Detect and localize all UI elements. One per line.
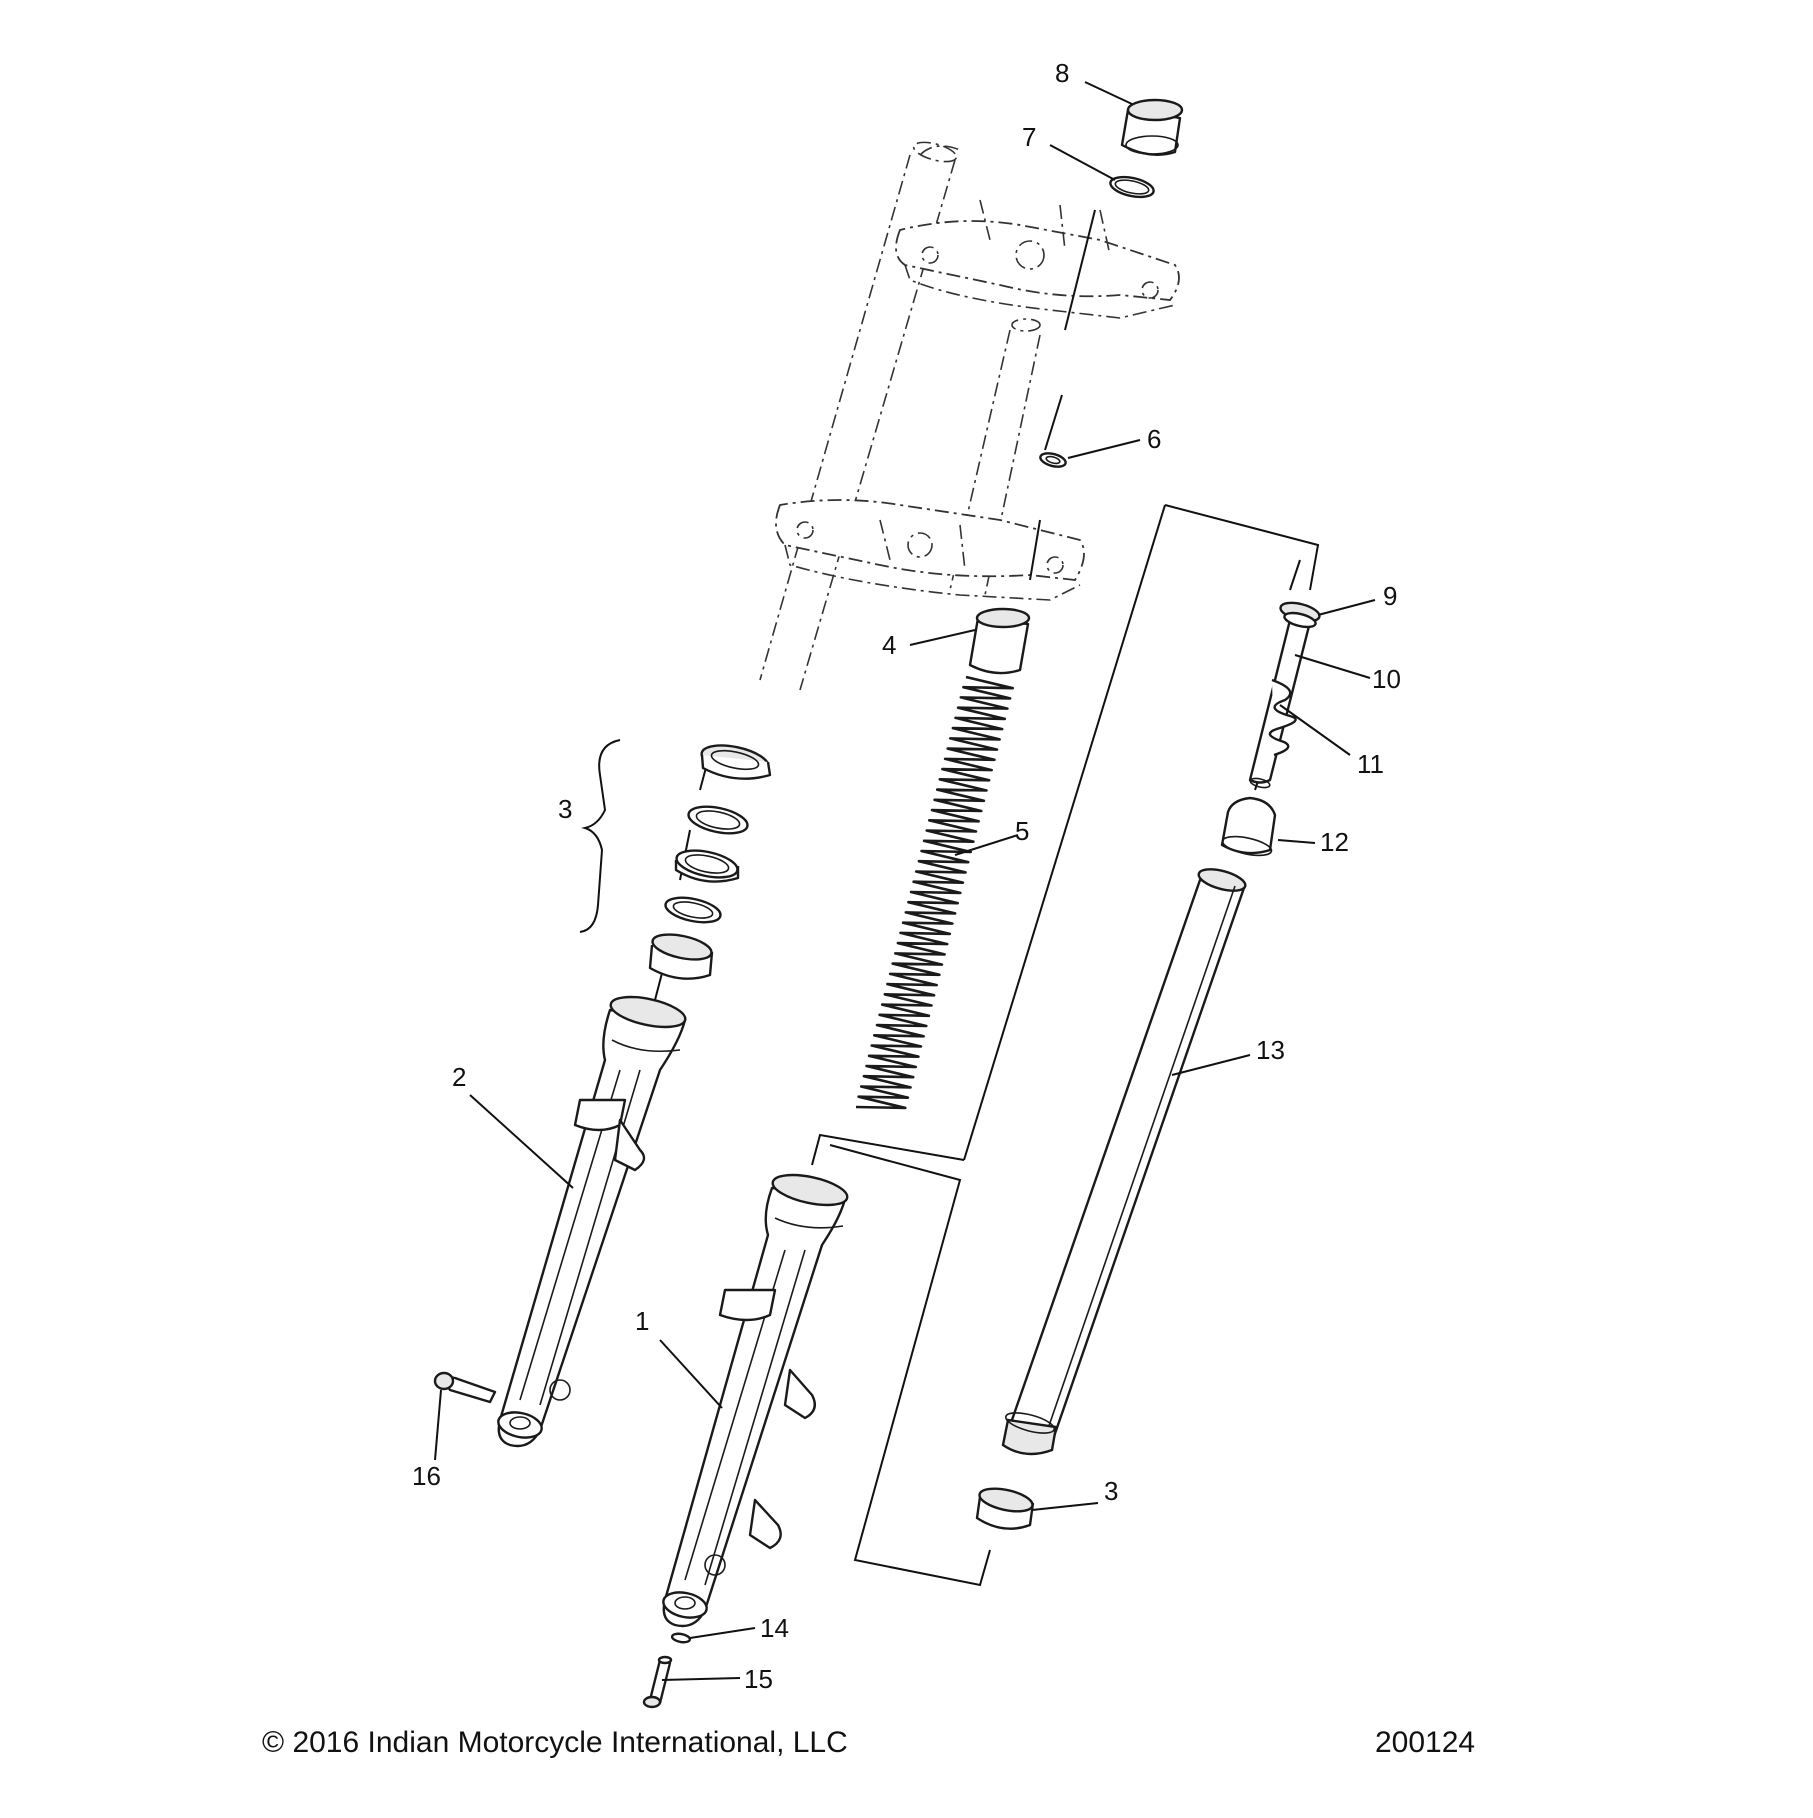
part-1-right-fork-slider [662, 1173, 849, 1628]
part-3-lower-bushing [975, 1487, 1035, 1530]
callout-4: 4 [882, 630, 896, 660]
callout-16: 16 [412, 1461, 441, 1491]
callout-11: 11 [1357, 749, 1384, 779]
callout-3a: 3 [558, 794, 572, 824]
upper-triple-clamp [895, 199, 1180, 319]
part-6-washer [1039, 452, 1067, 468]
callout-15: 15 [744, 1664, 773, 1694]
part-4-spacer [968, 607, 1031, 675]
callout-8: 8 [1055, 58, 1069, 88]
callout-14: 14 [760, 1613, 789, 1643]
part-15-damper-bolt [642, 1655, 673, 1709]
part-2-left-fork-slider [497, 995, 687, 1448]
part-16-axle-pinch-bolt [433, 1371, 497, 1404]
part-3-seal-kit [648, 744, 772, 980]
callout-12: 12 [1320, 827, 1349, 857]
callout-3b: 3 [1104, 1476, 1118, 1506]
callout-6: 6 [1147, 424, 1161, 454]
leader-lines [434, 81, 1376, 1681]
part-9-10-11-damper-rod [1248, 601, 1321, 789]
callout-13: 13 [1256, 1035, 1285, 1065]
callout-labels: 1 2 3 3 4 5 6 7 8 9 10 11 12 13 14 15 16 [412, 58, 1401, 1694]
drawing-number: 200124 [1375, 1726, 1475, 1759]
part-3-group-brace [579, 739, 621, 933]
callout-10: 10 [1372, 664, 1401, 694]
part-14-drain-washer [670, 1632, 692, 1644]
phantom-fork-tubes [759, 141, 1041, 691]
part-5-spring [855, 675, 1014, 1110]
part-8-fork-cap [1120, 98, 1184, 156]
callout-1: 1 [635, 1306, 649, 1336]
part-12-cone-bushing [1220, 796, 1277, 857]
part-7-o-ring [1109, 175, 1155, 199]
part-13-inner-tube [1001, 868, 1247, 1456]
lower-triple-clamp [775, 499, 1085, 601]
callout-9: 9 [1383, 581, 1397, 611]
callout-7: 7 [1022, 122, 1036, 152]
subassembly-brackets [811, 504, 1320, 1587]
callout-5: 5 [1015, 816, 1029, 846]
copyright-notice: © 2016 Indian Motorcycle International, … [262, 1726, 848, 1759]
callout-2: 2 [452, 1062, 466, 1092]
